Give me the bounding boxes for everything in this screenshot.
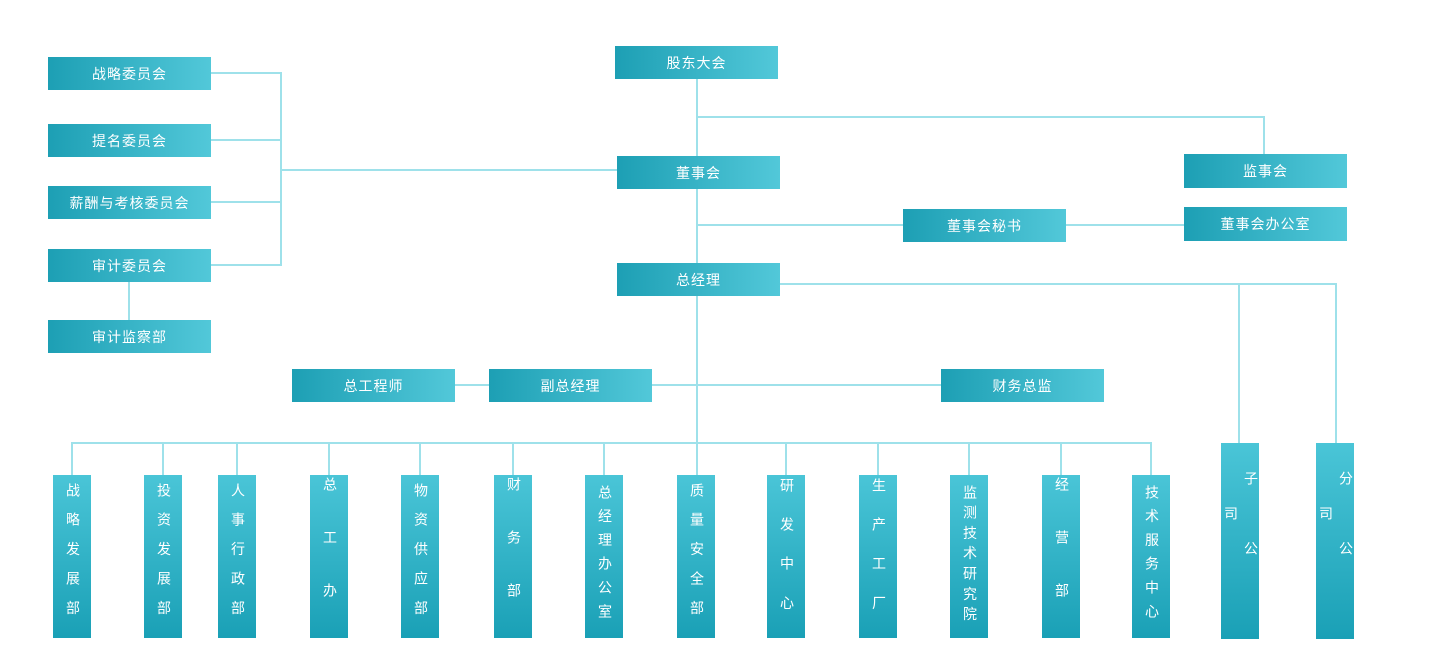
connector-nomination-committee [211, 139, 281, 141]
connector-depts-distributor [71, 442, 1152, 444]
connector-board-gm [696, 189, 698, 263]
connector-to-board-secretary [696, 224, 903, 226]
node-strategy-committee[interactable]: 战略委员会 [48, 57, 211, 90]
node-audit-committee[interactable]: 审计委员会 [48, 249, 211, 282]
node-board-office[interactable]: 董事会办公室 [1184, 207, 1347, 241]
connector-drop-rd-center [785, 442, 787, 475]
node-quality-safety-dept[interactable]: 质量安全部 [677, 475, 715, 638]
node-tech-service-center[interactable]: 技术服务中心 [1132, 475, 1170, 638]
connector-committees-board [280, 169, 617, 171]
connector-drop-finance-dept [512, 442, 514, 475]
node-hr-admin-dept[interactable]: 人事行政部 [218, 475, 256, 638]
connector-chiefengineer-deputygm [454, 384, 489, 386]
connector-audit-supervision [128, 282, 130, 320]
node-deputy-general-manager[interactable]: 副总经理 [489, 369, 652, 402]
node-finance-dept[interactable]: 财务部 [494, 475, 532, 638]
connector-to-branch [1335, 283, 1337, 443]
node-material-supply-dept[interactable]: 物资供应部 [401, 475, 439, 638]
node-strategy-development-dept[interactable]: 战略发展部 [53, 475, 91, 638]
node-shareholders-meeting[interactable]: 股东大会 [615, 46, 778, 79]
node-subsidiary-company[interactable]: 子公司 [1221, 443, 1259, 639]
connector-drop-operations-dept [1060, 442, 1062, 475]
connector-strategy-committee [211, 72, 281, 74]
connector-drop-gm-office [603, 442, 605, 475]
node-finance-director[interactable]: 财务总监 [941, 369, 1104, 402]
node-monitoring-tech-research-institute[interactable]: 监测技术研究院 [950, 475, 988, 638]
connector-drop-production-factory [877, 442, 879, 475]
node-remuneration-assessment-committee[interactable]: 薪酬与考核委员会 [48, 186, 211, 219]
node-branch-company[interactable]: 分公司 [1316, 443, 1354, 639]
connector-gm-spine [696, 296, 698, 476]
connector-drop-strategy-dev [71, 442, 73, 475]
node-investment-development-dept[interactable]: 投资发展部 [144, 475, 182, 638]
connector-deputygm-financedirector [651, 384, 941, 386]
connector-audit-committee [211, 264, 281, 266]
connector-drop-monitoring-institute [968, 442, 970, 475]
node-chief-engineer-office[interactable]: 总工办 [310, 475, 348, 638]
node-board-of-directors[interactable]: 董事会 [617, 156, 780, 189]
connector-drop-investment-dev [162, 442, 164, 475]
connector-drop-material-supply [419, 442, 421, 475]
node-nomination-committee[interactable]: 提名委员会 [48, 124, 211, 157]
connector-drop-tech-service [1150, 442, 1152, 475]
node-general-manager[interactable]: 总经理 [617, 263, 780, 296]
node-rd-center[interactable]: 研发中心 [767, 475, 805, 638]
connector-secretary-office [1066, 224, 1184, 226]
connector-drop-chief-engineer-office [328, 442, 330, 475]
connector-to-subsidiary [1238, 283, 1240, 443]
connector-to-supervisory-v [1263, 116, 1265, 154]
node-audit-supervision-dept[interactable]: 审计监察部 [48, 320, 211, 353]
connector-drop-hr-admin [236, 442, 238, 475]
connector-gm-right-branch [780, 283, 1337, 285]
node-supervisory-board[interactable]: 监事会 [1184, 154, 1347, 188]
node-gm-office[interactable]: 总经理办公室 [585, 475, 623, 638]
connector-to-supervisory-h [696, 116, 1265, 118]
node-production-factory[interactable]: 生产工厂 [859, 475, 897, 638]
connector-remuneration-committee [211, 201, 281, 203]
node-board-secretary[interactable]: 董事会秘书 [903, 209, 1066, 242]
node-operations-dept[interactable]: 经营部 [1042, 475, 1080, 638]
node-chief-engineer[interactable]: 总工程师 [292, 369, 455, 402]
